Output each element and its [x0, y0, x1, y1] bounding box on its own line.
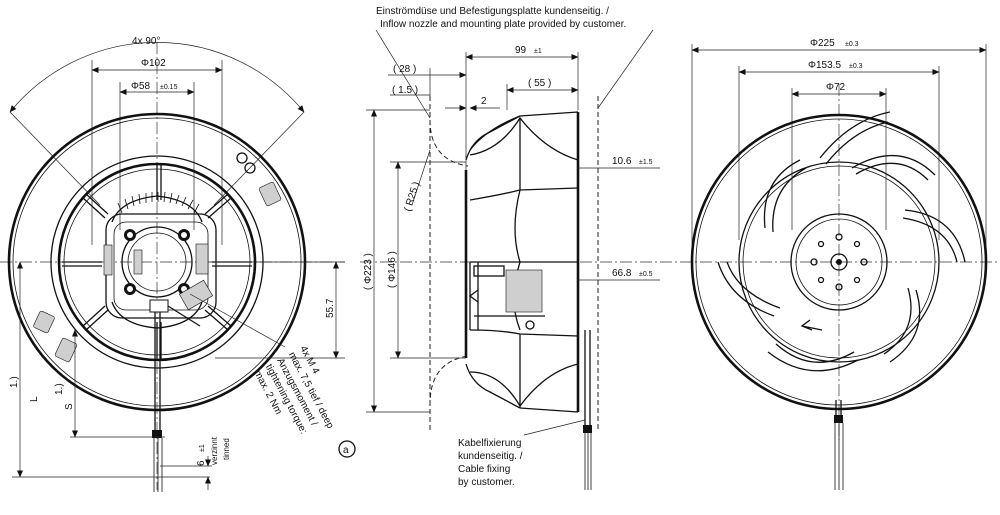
dim-66-8: 66.8 — [612, 268, 632, 279]
dim-28: ( 28 ) — [393, 64, 416, 75]
dim-10-6: 10.6 — [612, 156, 632, 167]
cable-note-1: Kabelfixierung — [458, 438, 521, 449]
dim-1-5: ( 1.5 ) — [392, 85, 418, 96]
dim-d153: Φ153.5 — [808, 60, 841, 71]
dim-55-7: 55.7 — [325, 298, 336, 318]
dim-d58: Φ58 — [131, 81, 151, 92]
dim-55: ( 55 ) — [528, 78, 551, 89]
label-L: L — [29, 396, 40, 402]
cooling-fins — [111, 191, 203, 329]
header-en: Inflow nozzle and mounting plate provide… — [380, 19, 626, 30]
impeller-profile — [464, 111, 580, 413]
dim-99-tol: ±1 — [534, 48, 542, 55]
rim-clips — [33, 152, 282, 363]
dim-d223: ( Φ223 ) — [363, 253, 374, 290]
dim-d225: Φ225 — [810, 38, 835, 49]
note-circle-label: a — [343, 445, 349, 456]
dim-d58-tol: ±0.15 — [160, 84, 178, 91]
dim-2: 2 — [481, 96, 487, 107]
spokes — [62, 164, 252, 360]
angle-label: 4x 90° — [132, 36, 160, 47]
cable-note-3: Cable fixing — [458, 464, 510, 475]
dim-66-8-tol: ±0.5 — [639, 271, 653, 278]
dim-d72: Φ72 — [826, 82, 846, 93]
note-circle — [338, 440, 356, 458]
dim-99: 99 — [515, 45, 527, 56]
inflow-nozzle — [429, 96, 469, 167]
dim-r25: ( R25 ) — [402, 180, 422, 212]
header-de: Einströmdüse und Befestigungsplatte kund… — [376, 6, 609, 17]
dim-wire-tol: ±1 — [199, 444, 206, 452]
label-1-L: 1.) — [9, 376, 20, 388]
wire-note-2: tinned — [222, 438, 231, 460]
dim-d153-tol: ±0.3 — [849, 63, 863, 70]
impeller-blades — [717, 111, 966, 372]
label-1-S: 1.) — [54, 383, 65, 395]
cable-note-2: kundenseitig. / — [458, 451, 523, 462]
label-S: S — [64, 403, 75, 410]
middle-view: Einströmdüse und Befestigungsplatte kund… — [360, 6, 680, 490]
wire-note-1: verzinnt — [210, 436, 219, 465]
rotor-hub — [790, 213, 888, 311]
dim-d225-tol: ±0.3 — [845, 41, 859, 48]
mount-screws — [124, 229, 190, 295]
dim-wire-6: 6 — [196, 460, 207, 466]
dim-10-6-tol: ±1.5 — [639, 159, 653, 166]
angle-arc — [9, 42, 305, 113]
cable-note-4: by customer. — [458, 477, 515, 488]
left-view: 4x 90° Φ102 Φ58 ±0.15 — [0, 36, 356, 492]
dim-d146: ( Φ146 ) — [387, 251, 398, 288]
cable — [152, 305, 201, 492]
dim-d102: Φ102 — [141, 58, 166, 69]
hub-holes — [810, 233, 868, 291]
rotation-arrow-icon — [800, 319, 823, 331]
right-view: Φ225 ±0.3 Φ153.5 ±0.3 Φ72 — [680, 38, 1000, 490]
